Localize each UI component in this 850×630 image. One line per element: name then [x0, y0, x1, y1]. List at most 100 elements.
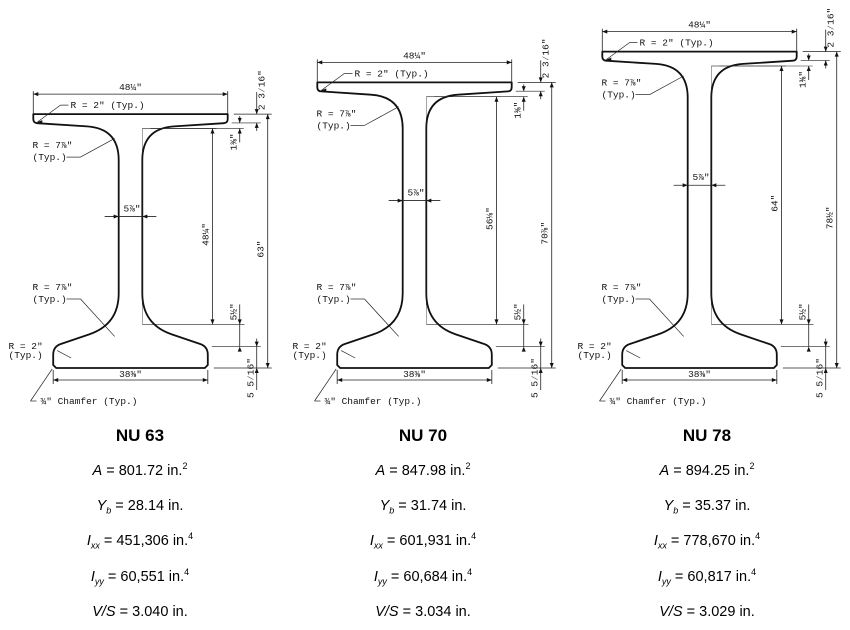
- property-symbol: Y: [663, 498, 674, 515]
- property-exponent: 4: [184, 566, 190, 577]
- property-value: = 451,306 in.: [99, 533, 189, 550]
- dimension-arrowhead: [606, 57, 612, 62]
- property-symbol: V/S: [659, 603, 683, 620]
- property-value: = 847.98 in.: [385, 462, 466, 479]
- section-property: Iyy = 60,551 in.4: [10, 560, 270, 595]
- bottom-flange-width-label: 38⅜″: [119, 369, 142, 380]
- section-property: A = 847.98 in.2: [293, 454, 553, 489]
- section-property: Yb = 31.74 in.: [293, 489, 553, 524]
- web-width-label: 5⅞″: [124, 203, 141, 214]
- dimension-arrowhead: [834, 51, 839, 57]
- property-exponent: 4: [467, 566, 473, 577]
- dimension-arrowhead: [222, 92, 228, 97]
- web-height-label: 64″: [770, 195, 781, 212]
- girder-section-nu63: 48¼″63″48¼″2 3⁄16″1⅜″5½″5 5⁄16″5⅞″38⅜″R …: [9, 70, 272, 407]
- web-height-label: 48¼″: [201, 223, 212, 246]
- dimension-arrowhead: [823, 368, 828, 373]
- property-symbol: Y: [379, 498, 390, 515]
- dimension-arrowhead: [53, 378, 59, 382]
- dimension-arrowhead: [254, 109, 259, 115]
- bottom-flange-width-label: 38⅜″: [688, 369, 711, 380]
- total-height-label: 70⅞″: [540, 222, 551, 245]
- bottom-radius-callout: R = 2″: [9, 341, 43, 352]
- property-exponent: 4: [471, 531, 477, 542]
- bottom-radius-typ-label: (Typ.): [578, 350, 612, 361]
- bottom-flange-thickness-label: 5 5⁄16″: [530, 358, 541, 398]
- bottom-fillet-radius-callout: R = 7⅞″: [317, 282, 357, 293]
- property-value: = 35.37 in.: [678, 498, 751, 515]
- girder-section-nu70: 48¼″70⅞″56⅛″2 3⁄16″1⅜″5½″5 5⁄16″5⅞″38⅜″R…: [293, 38, 556, 407]
- dimension-arrowhead: [142, 214, 148, 219]
- dimension-arrowhead: [779, 319, 784, 325]
- dimension-arrowhead: [237, 128, 242, 134]
- property-exponent: 2: [182, 461, 188, 471]
- property-subscript: yy: [377, 576, 387, 587]
- dimension-arrowhead: [33, 92, 39, 97]
- bottom-fillet-typ-label: (Typ.): [33, 294, 67, 305]
- property-subscript: xx: [90, 541, 100, 552]
- property-exponent: 4: [755, 531, 761, 542]
- top-flange-width-label: 48¼″: [688, 20, 711, 31]
- dimension-arrowhead: [823, 46, 828, 52]
- web-width-label: 5⅞″: [693, 172, 710, 183]
- property-exponent: 4: [188, 531, 194, 542]
- dimension-arrowhead: [834, 363, 839, 368]
- property-subscript: yy: [94, 576, 104, 587]
- property-value: = 3.029 in.: [682, 603, 755, 620]
- dimension-arrowhead: [494, 319, 499, 325]
- property-symbol: V/S: [375, 603, 399, 620]
- dimension-arrowhead: [521, 86, 526, 92]
- dimension-line: [649, 298, 684, 337]
- dimension-arrowhead: [521, 319, 526, 325]
- dimension-line: [80, 138, 115, 158]
- bottom-radius-typ-label: (Typ.): [9, 350, 43, 361]
- property-symbol: V/S: [92, 603, 116, 620]
- section-property: Iyy = 60,817 in.4: [577, 560, 837, 595]
- chamfer-callout: ¾″ Chamfer (Typ.): [41, 396, 138, 407]
- girder-title: NU 63: [115, 426, 165, 445]
- dimension-arrowhead: [254, 368, 259, 373]
- dimension-arrowhead: [337, 378, 343, 382]
- top-flange-thickness-label: 2 3⁄16″: [257, 70, 268, 110]
- property-symbol: Y: [96, 498, 107, 515]
- girder-cross-sections-drawing: 48¼″63″48¼″2 3⁄16″1⅜″5½″5 5⁄16″5⅞″38⅜″R …: [9, 8, 841, 407]
- dimension-arrowhead: [823, 60, 828, 66]
- dimension-arrowhead: [538, 91, 543, 97]
- bottom-flange-taper-label: 5½″: [229, 303, 240, 320]
- property-value: = 778,670 in.: [666, 533, 756, 550]
- bottom-flange-thickness-label: 5 5⁄16″: [246, 358, 257, 398]
- bottom-fillet-radius-callout: R = 7⅞″: [602, 282, 642, 293]
- property-exponent: 2: [749, 461, 755, 471]
- bottom-flange-thickness-label: 5 5⁄16″: [815, 358, 826, 398]
- property-symbol: I: [653, 533, 658, 550]
- dimension-arrowhead: [538, 341, 543, 347]
- dimension-line: [364, 106, 399, 126]
- dimension-arrowhead: [37, 120, 43, 125]
- property-value: = 31.74 in.: [394, 498, 467, 515]
- property-symbol: A: [659, 462, 670, 479]
- property-subscript: xx: [657, 541, 667, 552]
- bottom-radius-callout: R = 2″: [293, 341, 327, 352]
- dimension-line: [341, 350, 356, 359]
- bottom-fillet-radius-callout: R = 7⅞″: [33, 282, 73, 293]
- dimension-arrowhead: [237, 346, 242, 352]
- dimension-arrowhead: [317, 60, 323, 65]
- dimension-line: [364, 298, 399, 337]
- dimension-arrowhead: [806, 319, 811, 325]
- top-fillet-typ-label: (Typ.): [33, 152, 67, 163]
- property-subscript: b: [389, 505, 395, 516]
- top-flange-thickness-label: 2 3⁄16″: [826, 8, 837, 48]
- property-subscript: xx: [373, 541, 383, 552]
- top-fillet-radius-callout: R = 7⅞″: [33, 140, 73, 151]
- property-subscript: yy: [661, 576, 671, 587]
- top-flange-width-label: 48¼″: [403, 50, 426, 61]
- property-symbol: A: [375, 462, 386, 479]
- property-symbol: I: [657, 568, 662, 585]
- bottom-fillet-typ-label: (Typ.): [602, 294, 636, 305]
- section-property: Iyy = 60,684 in.4: [293, 560, 553, 595]
- property-value: = 60,817 in.: [670, 568, 752, 585]
- property-value: = 3.040 in.: [115, 603, 188, 620]
